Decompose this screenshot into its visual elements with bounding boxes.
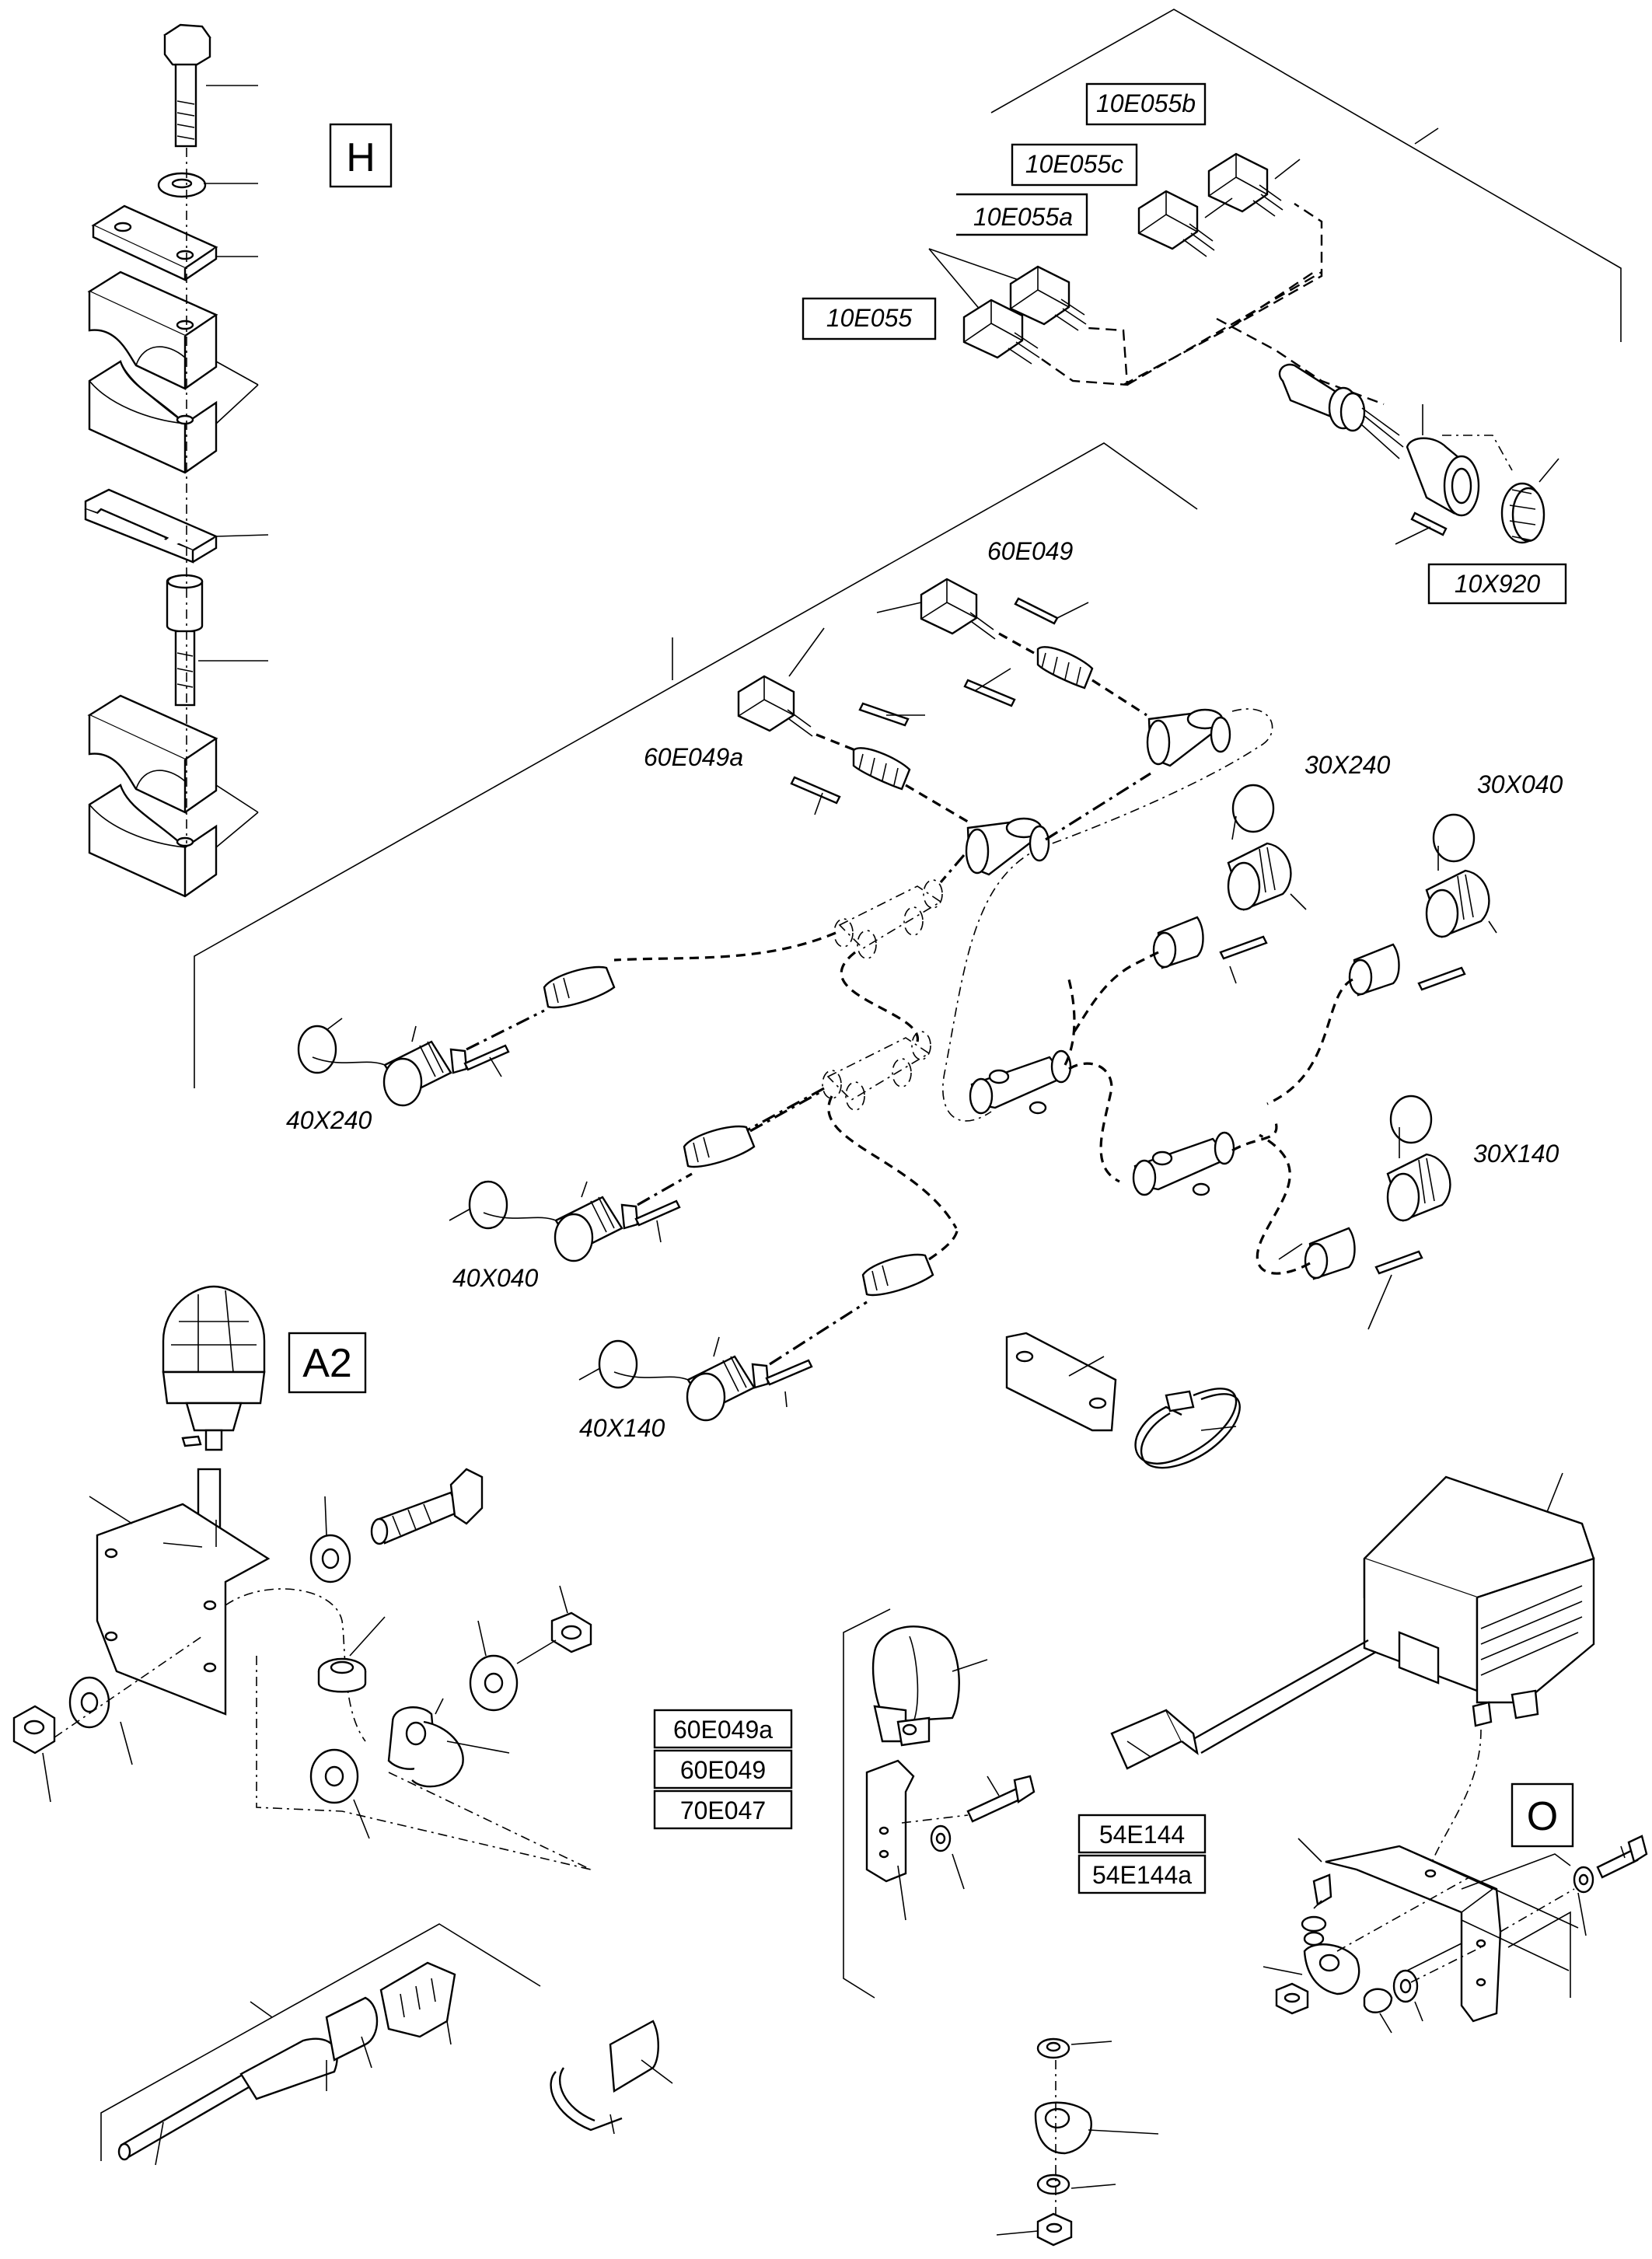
reference-box-group-a2: 60E049a 60E049 70E047: [653, 1709, 793, 1830]
right-bolt-o: [1500, 1835, 1648, 1936]
reference-70e047: 70E047: [680, 1796, 766, 1824]
lower-washer: [309, 1748, 370, 1839]
plug-10e055a: [1009, 265, 1087, 331]
label-40x140: 40X140: [579, 1414, 665, 1442]
beacon-washer: [309, 1496, 351, 1583]
label-40x240: 40X240: [286, 1106, 372, 1134]
hex-nut-right: [516, 1585, 592, 1664]
section-marker-o: O: [1511, 1782, 1574, 1848]
reference-60e049: 60E049: [680, 1756, 766, 1784]
spacer-bolt: [166, 574, 268, 707]
plug-30x040: [1266, 813, 1497, 1105]
section-h-clamp-assembly: [84, 23, 269, 898]
plug-10e055b: [1207, 152, 1301, 217]
section-marker-o-text: O: [1527, 1794, 1558, 1839]
plug-30x240: [1071, 784, 1307, 1035]
label-30x140: 30X140: [1473, 1140, 1559, 1168]
label-box-10e055b: 10E055b: [1085, 82, 1207, 126]
plug-30x140: [1256, 1095, 1451, 1330]
worklight-bracket: [865, 1759, 1036, 1921]
plug-40x140: [578, 1227, 959, 1422]
label-10e055a: 10E055a: [973, 203, 1073, 231]
plug-10e055c: [1137, 190, 1233, 257]
t-junction-right-1: [969, 979, 1120, 1183]
plug-60e049a: [737, 627, 973, 826]
label-60e049: 60E049: [987, 537, 1074, 565]
label-30x240: 30X240: [1304, 751, 1391, 779]
splitter-ghost-lower: [822, 1031, 931, 1111]
plug-40x240: [297, 965, 616, 1107]
t-junction-middle: [965, 817, 1050, 876]
cable-end-frame: [100, 1923, 541, 2161]
t-junction-upper: [942, 708, 1273, 1122]
hose-clip: [550, 2020, 673, 2135]
label-10e055: 10E055: [826, 304, 913, 332]
cable-tie: [1134, 1388, 1241, 1469]
label-box-10e055c: 10E055c: [1011, 143, 1138, 187]
label-10e055c: 10E055c: [1025, 150, 1123, 178]
label-box-10x920: 10X920: [1427, 563, 1567, 605]
retaining-plate: [84, 488, 269, 564]
grommet: [317, 1616, 386, 1693]
label-10x920: 10X920: [1455, 570, 1541, 598]
worklight: [871, 1625, 988, 1747]
cover-plate: [91, 204, 258, 281]
section-marker-a2: A2: [288, 1332, 367, 1394]
reference-box-group-o: 54E144 54E144a: [1077, 1814, 1207, 1894]
label-40x040: 40X040: [452, 1264, 539, 1292]
plug-40x040: [449, 1091, 821, 1262]
washer: [157, 172, 258, 198]
reference-54e144a: 54E144a: [1092, 1861, 1192, 1889]
cable-clip: [387, 1698, 510, 1788]
section-marker-h-text: H: [346, 135, 375, 180]
worklight-frame: [843, 1608, 891, 1999]
section-marker-a2-text: A2: [302, 1341, 352, 1386]
right-washer: [469, 1620, 519, 1712]
section-marker-h: H: [329, 123, 393, 188]
hex-nut-left: [12, 1636, 203, 1803]
lower-clamp-half: [88, 360, 259, 474]
harness-frame: [194, 442, 1198, 1088]
connector-10x920: [1278, 363, 1559, 545]
bottom-clamp-pair: [87, 694, 259, 898]
control-box: [1110, 1472, 1595, 1866]
upper-clamp-half: [87, 271, 218, 390]
plug-10e055: [962, 299, 1040, 365]
splitter-ghost-upper: [833, 879, 943, 959]
control-box-bracket: [1263, 1838, 1579, 2034]
group-10e055-frame: [990, 9, 1622, 342]
beacon-bracket: [89, 1468, 366, 1742]
mounting-plate-small: [1005, 1332, 1117, 1432]
plug-60e049: [876, 578, 1147, 717]
t-junction-right-2: [1132, 1119, 1278, 1196]
cable-plug-end: [117, 1961, 456, 2166]
label-60e049a: 60E049a: [644, 743, 743, 771]
label-30x040: 30X040: [1477, 770, 1563, 798]
label-box-10e055: 10E055: [802, 297, 937, 340]
beacon-bolt: [370, 1468, 484, 1545]
rotating-beacon: [162, 1285, 266, 1451]
label-box-10e055a: 10E055a: [956, 193, 1088, 236]
label-10e055b: 10E055b: [1096, 89, 1196, 117]
vertical-fastener-stack: [996, 2037, 1159, 2247]
reference-60e049a: 60E049a: [673, 1716, 773, 1744]
reference-54e144: 54E144: [1099, 1821, 1185, 1849]
hex-bolt: [163, 23, 258, 148]
